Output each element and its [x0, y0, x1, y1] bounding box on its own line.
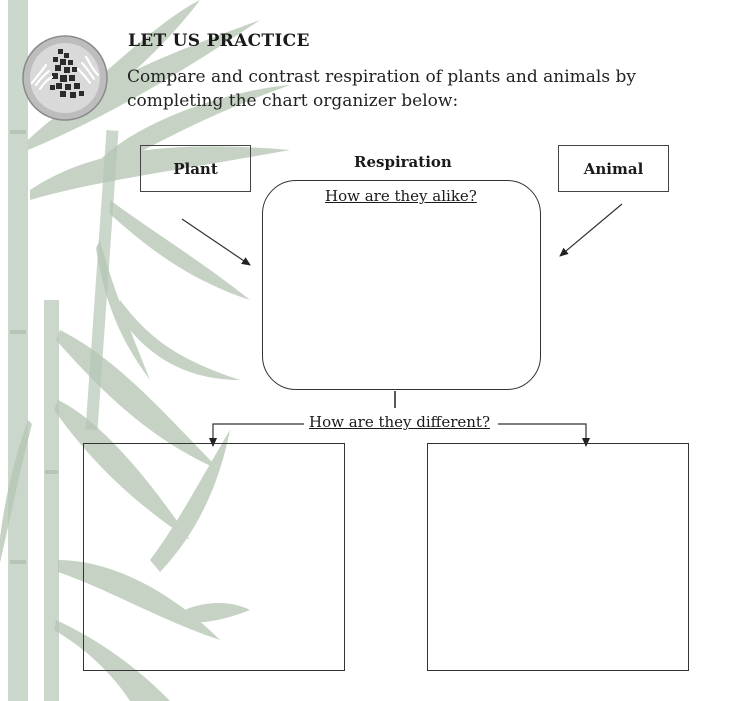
right-branch-line [498, 423, 590, 447]
different-prompt: How are they different? [307, 413, 492, 431]
animal-box: Animal [558, 145, 669, 192]
plant-arrow [181, 218, 251, 266]
respiration-label: Respiration [354, 153, 452, 171]
plant-difference-box[interactable] [83, 443, 345, 671]
animal-arrow [559, 203, 623, 257]
alike-prompt: How are they alike? [325, 187, 477, 205]
left-branch-line [209, 423, 304, 447]
plant-box: Plant [140, 145, 251, 192]
plant-label: Plant [173, 159, 218, 178]
animal-difference-box[interactable] [427, 443, 689, 671]
alike-answer-box[interactable] [262, 180, 541, 390]
hands-puzzle-logo-icon [22, 35, 108, 121]
animal-label: Animal [583, 159, 644, 178]
page-title: LET US PRACTICE [128, 31, 310, 51]
instruction-text: Compare and contrast respiration of plan… [127, 67, 636, 111]
